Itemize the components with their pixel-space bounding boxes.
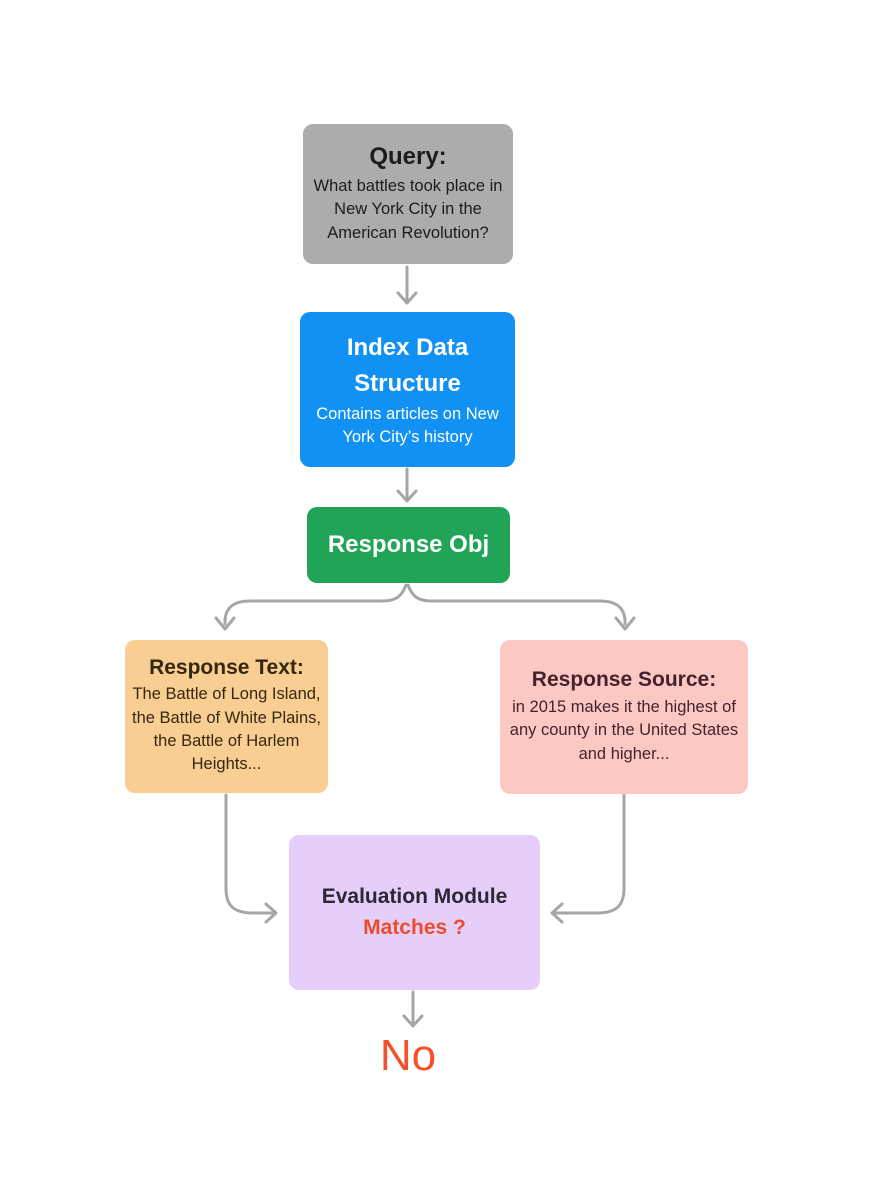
arrowhead-down-icon	[396, 291, 418, 305]
arrowhead-down-icon	[614, 616, 636, 631]
index-data-structure-body: Contains articles on New York City’s his…	[316, 404, 499, 446]
index-data-structure-title: Index Data Structure	[346, 333, 469, 397]
arrow-responseobj-to-responsesource	[406, 583, 627, 626]
query-title: Query:	[369, 142, 447, 170]
arrowhead-down-icon	[396, 489, 418, 503]
evaluation-module-node: Evaluation Module Matches ?	[289, 835, 540, 990]
result-no-label: No	[379, 1031, 437, 1080]
matches-question: Matches ?	[363, 916, 466, 939]
response-text-node: Response Text: The Battle of Long Island…	[125, 640, 328, 793]
evaluation-module-title: Evaluation Module	[321, 885, 508, 908]
response-source-body: in 2015 makes it the highest of any coun…	[509, 697, 739, 763]
response-text-title: Response Text:	[149, 656, 304, 680]
query-node: Query: What battles took place in New Yo…	[303, 124, 513, 264]
response-text-body: The Battle of Long Island, the Battle of…	[132, 685, 321, 774]
response-source-title: Response Source:	[531, 667, 717, 691]
arrowhead-down-icon	[402, 1014, 424, 1028]
response-source-node: Response Source: in 2015 makes it the hi…	[500, 640, 748, 794]
arrow-responseobj-to-responsetext	[223, 583, 408, 626]
query-body: What battles took place in New York City…	[313, 176, 503, 242]
arrow-responsetext-to-evaluation	[224, 793, 276, 915]
arrowhead-left-icon	[550, 902, 564, 924]
response-obj-node: Response Obj	[307, 507, 510, 583]
arrow-responsesource-to-evaluation	[552, 793, 626, 915]
arrowhead-right-icon	[264, 902, 278, 924]
arrowhead-down-icon	[214, 616, 236, 631]
response-obj-title: Response Obj	[327, 531, 490, 558]
index-data-structure-node: Index Data Structure Contains articles o…	[300, 312, 515, 467]
